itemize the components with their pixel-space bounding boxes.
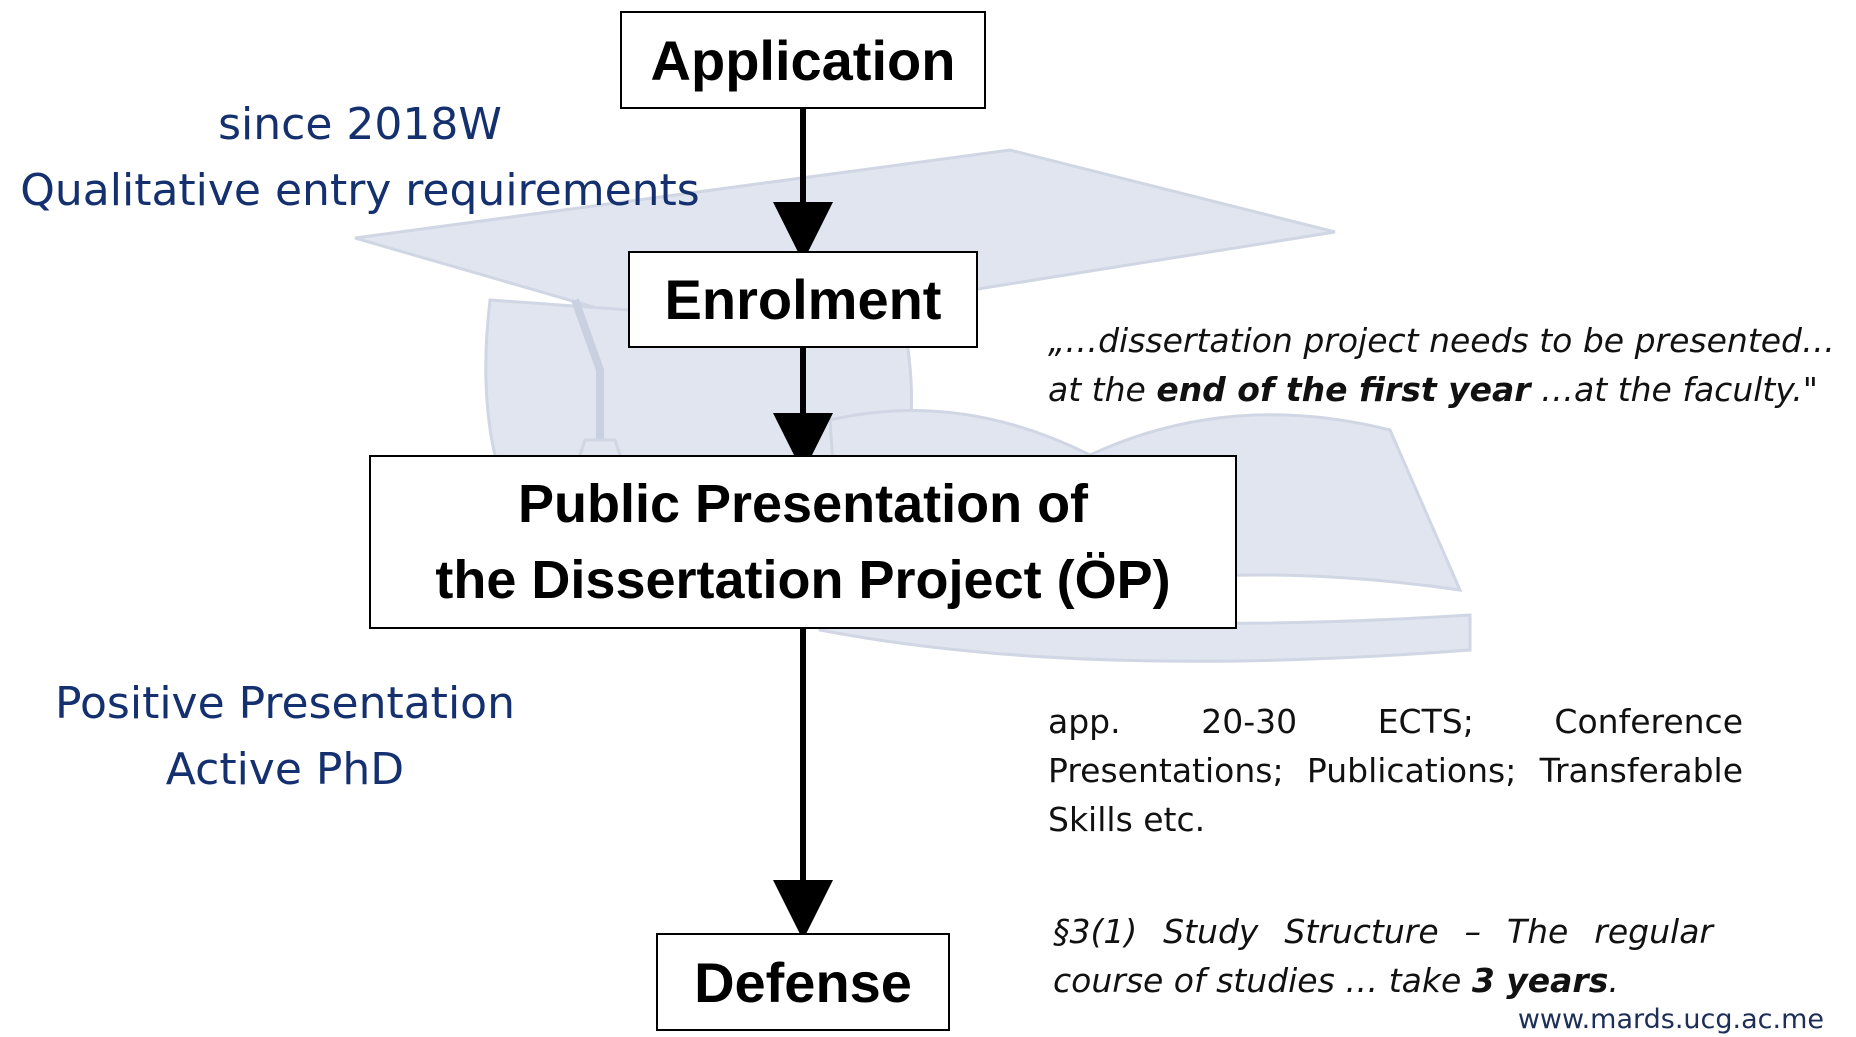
presentation-label-line1: Public Presentation of bbox=[517, 474, 1089, 534]
rule-text-end: . bbox=[1608, 961, 1619, 1000]
rule-emphasis: 3 years bbox=[1471, 961, 1609, 1000]
quote-line2: at the end of the first year …at the fac… bbox=[1048, 365, 1835, 414]
status-note: Positive Presentation Active PhD bbox=[20, 671, 550, 803]
study-structure-rule: §3(1) Study Structure – The regular cour… bbox=[1053, 907, 1713, 1005]
quote-line1: „…dissertation project needs to be prese… bbox=[1048, 321, 1836, 360]
application-label: Application bbox=[650, 28, 956, 92]
presentation-label-line2: the Dissertation Project (ÖP) bbox=[435, 550, 1171, 610]
tassel-icon bbox=[571, 298, 604, 450]
presentation-box: Public Presentation of the Dissertation … bbox=[369, 455, 1237, 629]
enrolment-label: Enrolment bbox=[664, 268, 942, 331]
status-note-line2: Active PhD bbox=[165, 744, 405, 795]
enrolment-box: Enrolment bbox=[628, 251, 978, 348]
entry-note-line1: since 2018W bbox=[218, 99, 502, 150]
regulation-quote: „…dissertation project needs to be prese… bbox=[1048, 316, 1835, 414]
rule-text: §3(1) Study Structure – The regular cour… bbox=[1053, 912, 1713, 1000]
footer-url: www.mards.ucg.ac.me bbox=[1517, 1004, 1824, 1035]
entry-note-line2: Qualitative entry requirements bbox=[20, 165, 700, 216]
application-box: Application bbox=[620, 11, 986, 109]
defense-label: Defense bbox=[694, 950, 912, 1014]
entry-requirements-note: since 2018W Qualitative entry requiremen… bbox=[0, 92, 720, 224]
quote-line2-post: …at the faculty." bbox=[1530, 370, 1818, 409]
workload-note: app. 20-30 ECTS; Conference Presentation… bbox=[1048, 702, 1743, 839]
defense-box: Defense bbox=[656, 933, 950, 1031]
quote-line2-pre: at the bbox=[1048, 370, 1157, 409]
quote-emphasis: end of the first year bbox=[1156, 370, 1531, 409]
status-note-line1: Positive Presentation bbox=[55, 678, 515, 729]
